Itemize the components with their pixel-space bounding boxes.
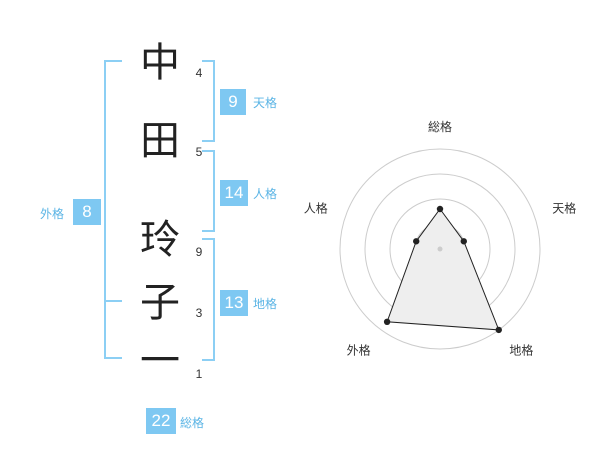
radar-point-3 — [495, 326, 502, 334]
stroke-count-5: 1 — [195, 367, 203, 381]
stroke-count-1: 4 — [195, 66, 203, 80]
name-char-2: 田 — [140, 118, 180, 164]
gaikaku-bracket-lower — [104, 298, 122, 359]
gaikaku-value-badge: 8 — [73, 199, 101, 225]
tenkaku-bracket — [202, 60, 215, 142]
radar-axis-label-chikaku: 地格 — [509, 343, 533, 358]
jinkaku-value-badge: 14 — [220, 180, 248, 206]
name-char-3: 玲 — [140, 217, 180, 263]
radar-point-2 — [460, 238, 467, 245]
chikaku-label: 地格 — [253, 297, 278, 311]
tenkaku-label: 天格 — [253, 96, 278, 110]
jinkaku-bracket — [202, 150, 215, 232]
radar-ring-4 — [339, 148, 541, 350]
radar-center-dot — [437, 246, 443, 252]
jinkaku-label: 人格 — [253, 187, 278, 201]
radar-polygon — [386, 208, 500, 331]
radar-axis-label-jinkaku: 人格 — [304, 201, 328, 216]
stroke-count-3: 9 — [195, 245, 203, 259]
radar-axis-label-gaikaku: 外格 — [347, 343, 371, 358]
fortune-radar-chart: 総格 天格 地格 外格 人格 — [304, 119, 576, 358]
soukaku-value-badge: 22 — [146, 408, 176, 434]
radar-axis-label-soukaku: 総格 — [428, 119, 452, 134]
name-char-4: 子 — [140, 280, 180, 326]
gaikaku-label: 外格 — [40, 207, 65, 221]
radar-point-4 — [383, 318, 391, 326]
stroke-count-2: 5 — [195, 145, 203, 159]
radar-point-1 — [436, 205, 444, 213]
chikaku-bracket — [202, 238, 215, 361]
stroke-count-4: 3 — [195, 306, 203, 320]
name-char-1: 中 — [140, 40, 180, 86]
name-char-5: 一 — [140, 338, 180, 384]
tenkaku-value-badge: 9 — [220, 89, 246, 115]
gaikaku-bracket-upper — [104, 60, 122, 302]
radar-point-5 — [413, 238, 420, 245]
soukaku-label: 総格 — [180, 416, 205, 430]
radar-axis-label-tenkaku: 天格 — [552, 201, 576, 216]
chikaku-value-badge: 13 — [220, 290, 248, 316]
